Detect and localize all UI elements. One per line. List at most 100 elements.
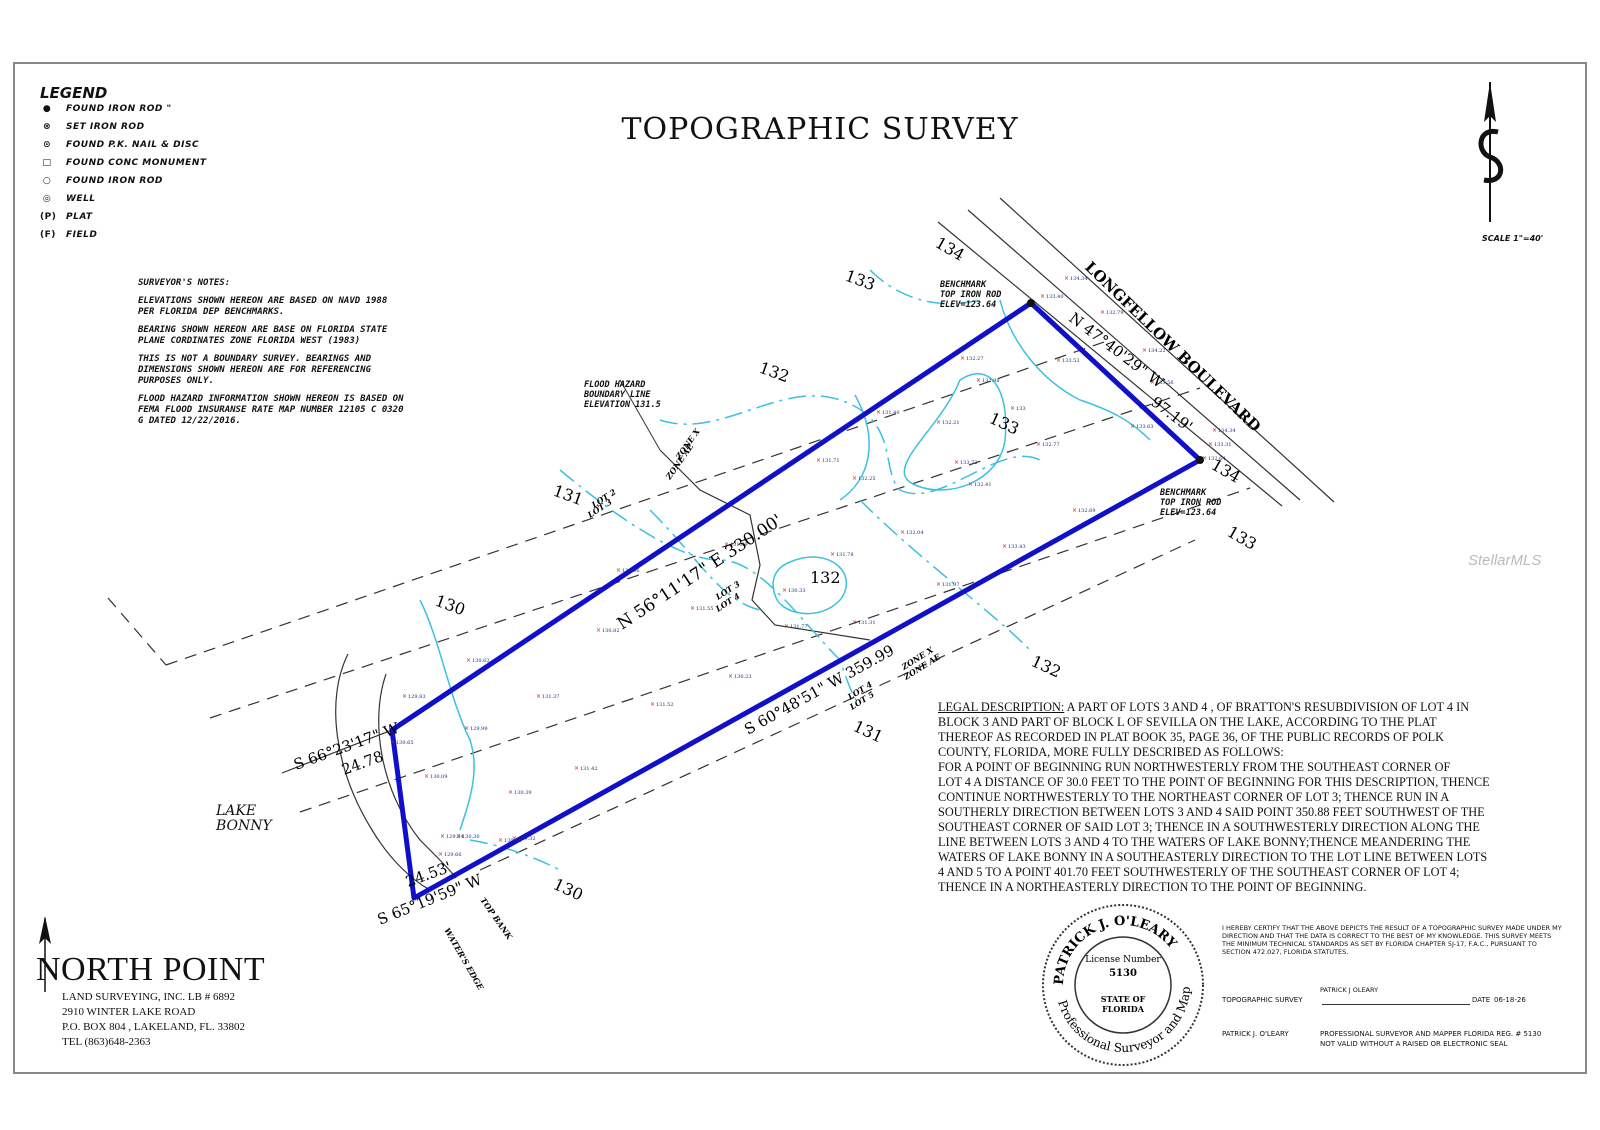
spot-marker-icon: × [816, 457, 821, 464]
spot-marker-icon: × [784, 623, 789, 630]
legend-symbol-icon: (P) [40, 212, 57, 222]
spot-marker-icon: × [728, 673, 733, 680]
spot-marker-icon: × [536, 693, 541, 700]
spot-elevation: 133.63 [1136, 424, 1154, 430]
spot-elevation: 130.44 [504, 838, 522, 844]
benchmark-south-label: BENCHMARK TOP IRON ROD ELEV=123.64 [1160, 488, 1221, 518]
legend-label: FOUND P.K. NAIL & DISC [66, 140, 200, 150]
flood-label-line: FLOOD HAZARD [584, 380, 646, 390]
spot-elevation: 133.40 [1046, 294, 1064, 300]
spot-marker-icon: × [900, 529, 905, 536]
survey-type-label: TOPOGRAPHIC SURVEY [1222, 996, 1303, 1004]
spot-marker-icon: × [830, 551, 835, 558]
spot-marker-icon: × [1064, 275, 1069, 282]
company-name: NORTH POINT [36, 951, 266, 988]
spot-marker-icon: × [464, 725, 469, 732]
legend-item: ◎ WELL [40, 194, 96, 204]
surveyor-name: PATRICK J. O'LEARY [1222, 1030, 1289, 1038]
spot-marker-icon: × [1208, 441, 1213, 448]
spot-elevation: 133 [1016, 406, 1026, 412]
flood-hazard-label: FLOOD HAZARD BOUNDARY LINE ELEVATION 131… [584, 380, 661, 410]
drawing-sheet-border [13, 62, 1587, 1074]
flood-label-leader [619, 379, 661, 451]
company-line-1: LAND SURVEYING, INC. LB # 6892 [62, 991, 235, 1003]
spot-marker-icon: × [402, 693, 407, 700]
legal-heading: LEGAL DESCRIPTION: [938, 700, 1065, 714]
north-point-arrow-icon [39, 916, 51, 992]
legal-text: A PART OF LOTS 3 AND 4 , OF BRATTON'S RE… [938, 700, 1490, 894]
spot-elevation: 131.78 [836, 552, 854, 558]
legal-line: LINE BETWEEN LOTS 3 AND 4 TO THE WATERS … [938, 835, 1471, 849]
spot-elevation: 132.41 [974, 482, 992, 488]
spot-elevation: 132.25 [858, 476, 876, 482]
legend-symbol-icon: ○ [42, 176, 52, 186]
waters-edge-label: WATER'S EDGE [442, 926, 486, 992]
spot-marker-icon: × [1100, 309, 1105, 316]
spot-marker-icon: × [456, 833, 461, 840]
spot-marker-icon: × [650, 701, 655, 708]
legal-line: 4 AND 5 TO A POINT 401.70 FEET SOUTHWEST… [938, 865, 1460, 879]
spot-elevation: 133.31 [1214, 442, 1232, 448]
spot-marker-icon: × [596, 627, 601, 634]
spot-marker-icon: × [574, 765, 579, 772]
flood-label-line: BOUNDARY LINE [584, 390, 651, 400]
road-lines [937, 197, 1335, 507]
legend-heading: LEGEND [40, 84, 108, 102]
company-line-2: 2910 WINTER LAKE ROAD [62, 1006, 196, 1018]
north-arrow-icon [1478, 82, 1503, 222]
spot-marker-icon: × [390, 739, 395, 746]
contour-label: 130 [550, 874, 586, 904]
benchmark-line: TOP IRON ROD [1160, 498, 1222, 508]
spot-elevation: 134.22 [1148, 348, 1166, 354]
spot-elevation: 132.79 [1106, 310, 1124, 316]
spot-elevation: 133.53 [1062, 358, 1080, 364]
spot-elevation: 131.71 [822, 458, 840, 464]
legend-symbol-icon: □ [42, 158, 52, 168]
lake-label-line: LAKE [216, 803, 257, 819]
spot-elevation: 134.34 [1070, 276, 1088, 282]
legend-item: ⊗SET IRON ROD [40, 122, 145, 132]
spot-elevation: 132.27 [966, 356, 984, 362]
spot-elevations: ×134.34×133.40×132.79×132.27×133.53×132.… [390, 275, 1236, 858]
contour-label: 134 [932, 233, 968, 265]
spot-elevation: 130.09 [430, 774, 448, 780]
spot-marker-icon: × [508, 789, 513, 796]
contour-label: 133 [986, 408, 1022, 438]
spot-marker-icon: × [936, 419, 941, 426]
spot-elevation: 130.65 [396, 740, 414, 746]
legal-line: FOR A POINT OF BEGINNING RUN NORTHWESTER… [938, 760, 1451, 774]
legend-label: FOUND CONC MONUMENT [66, 158, 207, 168]
legal-description: LEGAL DESCRIPTION: A PART OF LOTS 3 AND … [938, 700, 1558, 895]
legend-label: WELL [66, 194, 96, 204]
spot-elevation: 131.77 [790, 624, 808, 630]
legal-line: THEREOF AS RECORDED IN PLAT BOOK 35, PAG… [938, 730, 1445, 744]
spot-elevation: 129.83 [408, 694, 426, 700]
note-4: FLOOD HAZARD INFORMATION SHOWN HEREON IS… [138, 394, 404, 426]
spot-elevation: 131.55 [696, 606, 714, 612]
legend-symbol-icon: ● [42, 104, 52, 114]
legend-symbol-icon: ◎ [42, 194, 52, 204]
spot-marker-icon: × [960, 355, 965, 362]
date-label: DATE [1472, 996, 1491, 1004]
spot-elevation: 131.37 [542, 694, 560, 700]
spot-elevation: 130.82 [602, 628, 620, 634]
legal-line: THENCE IN A NORTHEASTERLY DIRECTION TO T… [938, 880, 1367, 894]
spot-elevation: 129.32 [518, 836, 536, 842]
benchmark-line: TOP IRON ROD [940, 290, 1002, 300]
contour-label: 132 [757, 358, 792, 386]
legend-symbol-icon: (F) [40, 230, 56, 240]
distance-east-line: 97.19' [1148, 393, 1196, 436]
spot-elevation: 133.72 [960, 460, 978, 466]
benchmark-north-label: BENCHMARK TOP IRON ROD ELEV=123.64 [940, 280, 1001, 310]
contour-label: 131 [850, 716, 886, 746]
company-line-3: P.O. BOX 804 , LAKELAND, FL. 33802 [62, 1021, 246, 1033]
spot-elevation: 134.34 [1218, 428, 1236, 434]
spot-marker-icon: × [782, 587, 787, 594]
legend-item: (P)PLAT [40, 212, 93, 222]
spot-elevation: 131.40 [882, 410, 900, 416]
spot-marker-icon: × [1202, 455, 1207, 462]
spot-marker-icon: × [1150, 379, 1155, 386]
spot-elevation: 131.31 [858, 620, 876, 626]
contour-closed [419, 299, 1151, 831]
